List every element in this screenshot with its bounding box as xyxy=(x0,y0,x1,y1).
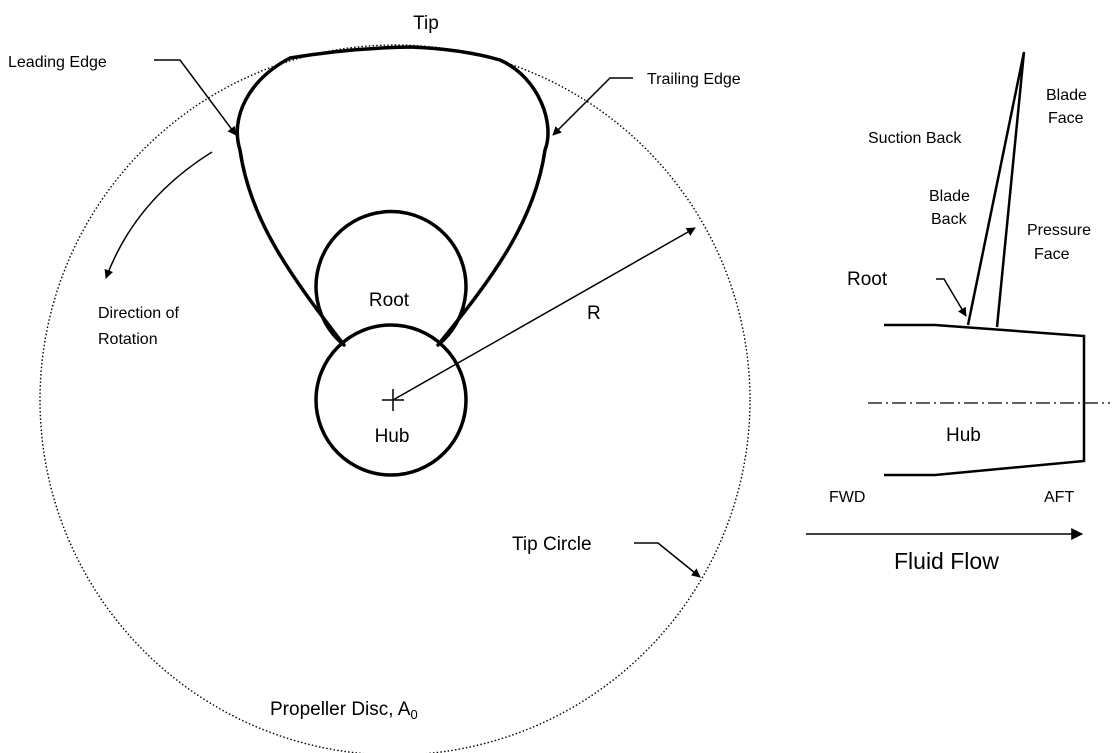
tip-circle xyxy=(39,44,751,753)
blade-back-line1: Blade xyxy=(929,188,970,205)
propeller-disc-text: Propeller Disc, A xyxy=(270,699,411,720)
root-label: Root xyxy=(369,290,410,311)
trailing-edge-label: Trailing Edge xyxy=(647,71,741,88)
propeller-disc-label: Propeller Disc, A0 xyxy=(270,699,418,722)
side-hub-label: Hub xyxy=(946,425,981,446)
direction-of-rotation-line1: Direction of xyxy=(98,305,179,322)
blade-face-line2: Face xyxy=(1048,110,1084,127)
hub-circle xyxy=(314,323,468,477)
side-root-label: Root xyxy=(847,269,888,290)
radius-label: R xyxy=(587,303,601,324)
disc-view: Tip Leading Edge Trailing Edge Direction… xyxy=(8,13,751,753)
radius-arrow xyxy=(392,227,696,401)
leading-edge-label: Leading Edge xyxy=(8,54,107,71)
side-view: Blade Face Suction Back Blade Back Press… xyxy=(806,51,1110,574)
blade-section xyxy=(966,51,1026,328)
pressure-face-line1: Pressure xyxy=(1027,222,1091,239)
rotation-arrow xyxy=(104,151,213,279)
trailing-edge-leader xyxy=(552,77,633,136)
tip-label: Tip xyxy=(413,13,439,34)
direction-of-rotation-line2: Rotation xyxy=(98,331,158,348)
tip-circle-label: Tip Circle xyxy=(512,534,592,555)
aft-label: AFT xyxy=(1044,489,1074,506)
hub-label: Hub xyxy=(375,426,410,447)
blade-outline xyxy=(235,45,550,347)
root-leader xyxy=(936,278,967,317)
fwd-label: FWD xyxy=(829,489,865,506)
fluid-flow-label: Fluid Flow xyxy=(894,548,999,574)
pressure-face-line2: Face xyxy=(1034,246,1070,263)
hub-profile xyxy=(884,323,1086,477)
suction-back-label: Suction Back xyxy=(868,130,962,147)
blade-face-line1: Blade xyxy=(1046,87,1087,104)
blade-back-line2: Back xyxy=(931,211,968,228)
tip-circle-leader xyxy=(634,542,701,578)
propeller-disc-subscript: 0 xyxy=(410,707,417,722)
leading-edge-leader xyxy=(154,59,237,136)
